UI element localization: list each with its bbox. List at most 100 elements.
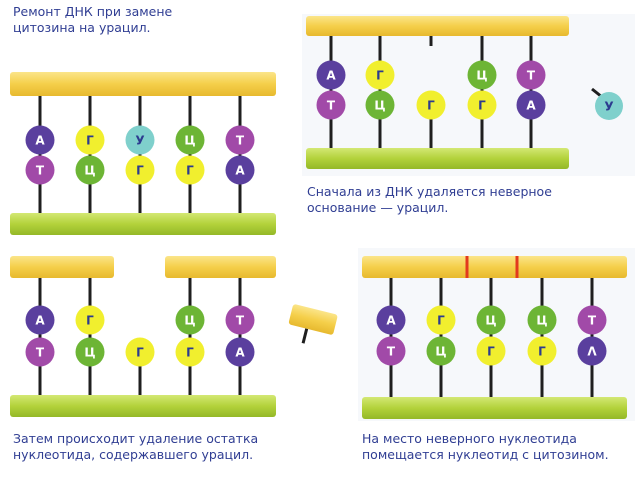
nucleotide-label: А (386, 314, 396, 328)
step2-caption: Затем происходит удаление остатка нуклео… (13, 431, 259, 462)
nucleotide-circle (75, 125, 105, 155)
nucleotide-label: Λ (587, 345, 597, 359)
nucleotide-circle (467, 90, 497, 120)
nucleotide-label: Т (36, 346, 45, 360)
nucleotide-circle (426, 305, 456, 335)
nucleotide-circle (467, 60, 497, 90)
nucleotide-bead: Т (516, 60, 546, 90)
step3-caption: На место неверного нуклеотида помещается… (362, 431, 609, 462)
nucleotide-bead: Т (376, 336, 406, 366)
nucleotide-circle (476, 305, 506, 335)
nucleotide-bead: Ц (175, 125, 205, 155)
nucleotide-bead: Г (125, 155, 155, 185)
nucleotide-circle (175, 305, 205, 335)
nucleotide-label: Г (376, 69, 384, 83)
nucleotide-circle (25, 155, 55, 185)
nucleotide-bead: А (516, 90, 546, 120)
nucleotide-label: А (326, 69, 336, 83)
nucleotide-bead: Ц (365, 90, 395, 120)
nucleotide-label: А (35, 314, 45, 328)
nucleotide-bead: А (225, 155, 255, 185)
nucleotide-label: Ц (374, 99, 385, 113)
nucleotide-circle (25, 305, 55, 335)
nucleotide-label: У (135, 134, 144, 148)
nucleotide-label: Т (327, 99, 336, 113)
sugar-phosphate-backbone-bottom (10, 213, 276, 235)
nucleotide-circle (225, 155, 255, 185)
nucleotide-bead: Λ (577, 336, 607, 366)
free-uracil-base: У (595, 92, 623, 120)
nucleotide-label: Г (538, 345, 546, 359)
nucleotide-label: Г (86, 314, 94, 328)
nucleotide-label: Ц (84, 164, 95, 178)
nucleotide-label: Г (427, 99, 435, 113)
nucleotide-circle (527, 305, 557, 335)
nucleotide-circle (175, 337, 205, 367)
nucleotide-circle (416, 90, 446, 120)
nucleotide-circle (516, 60, 546, 90)
nucleotide-bead: Г (125, 337, 155, 367)
nucleotide-bead: Т (316, 90, 346, 120)
nucleotide-label: Г (437, 314, 445, 328)
nucleotide-label: Ц (84, 346, 95, 360)
nucleotide-bead: Г (365, 60, 395, 90)
nucleotide-bead: Г (175, 337, 205, 367)
nucleotide-bead: Г (426, 305, 456, 335)
nucleotide-circle (316, 90, 346, 120)
nucleotide-bead: Т (577, 305, 607, 335)
nucleotide-label: А (526, 99, 536, 113)
sugar-phosphate-backbone-top (10, 72, 276, 96)
nucleotide-circle (125, 155, 155, 185)
nucleotide-bead: А (376, 305, 406, 335)
nucleotide-label: Т (236, 134, 245, 148)
nucleotide-circle (175, 155, 205, 185)
nucleotide-label: Ц (536, 314, 547, 328)
nucleotide-bead: Т (25, 155, 55, 185)
nucleotide-circle (225, 337, 255, 367)
nucleotide-label: Ц (184, 314, 195, 328)
nucleotide-circle (75, 305, 105, 335)
nucleotide-circle (175, 125, 205, 155)
nucleotide-bead: Ц (175, 305, 205, 335)
sugar-phosphate-backbone-top (362, 256, 627, 278)
nucleotide-circle (527, 336, 557, 366)
nucleotide-label: Т (588, 314, 597, 328)
nucleotide-label: Г (186, 346, 194, 360)
nucleotide-label: Г (186, 164, 194, 178)
free-uracil-label: У (604, 100, 613, 114)
nucleotide-circle (516, 90, 546, 120)
sugar-phosphate-backbone-bottom (306, 148, 569, 169)
sugar-phosphate-backbone-bottom (10, 395, 276, 417)
nucleotide-bead: Ц (467, 60, 497, 90)
nucleotide-bead: Г (75, 125, 105, 155)
nucleotide-label: А (235, 346, 245, 360)
nucleotide-circle (577, 336, 607, 366)
nucleotide-bead: Г (175, 155, 205, 185)
nucleotide-circle (365, 90, 395, 120)
nucleotide-label: Г (478, 99, 486, 113)
nucleotide-circle (125, 337, 155, 367)
nucleotide-bead: Г (467, 90, 497, 120)
nucleotide-label: Ц (435, 345, 446, 359)
nucleotide-circle (25, 337, 55, 367)
nucleotide-label: Г (136, 164, 144, 178)
nucleotide-label: Г (136, 346, 144, 360)
nucleotide-circle (125, 125, 155, 155)
nucleotide-label: А (235, 164, 245, 178)
nucleotide-circle (75, 337, 105, 367)
nucleotide-bead: Ц (75, 155, 105, 185)
nucleotide-bead: Г (416, 90, 446, 120)
nucleotide-circle (577, 305, 607, 335)
nucleotide-label: Т (527, 69, 536, 83)
step1-caption: Сначала из ДНК удаляется неверное основа… (307, 184, 552, 215)
nucleotide-bead: А (225, 337, 255, 367)
nucleotide-circle (376, 336, 406, 366)
nucleotide-bead: Т (25, 337, 55, 367)
nucleotide-circle (225, 305, 255, 335)
removed-nucleotide-fragment (288, 304, 338, 344)
nucleotide-bead: Ц (426, 336, 456, 366)
